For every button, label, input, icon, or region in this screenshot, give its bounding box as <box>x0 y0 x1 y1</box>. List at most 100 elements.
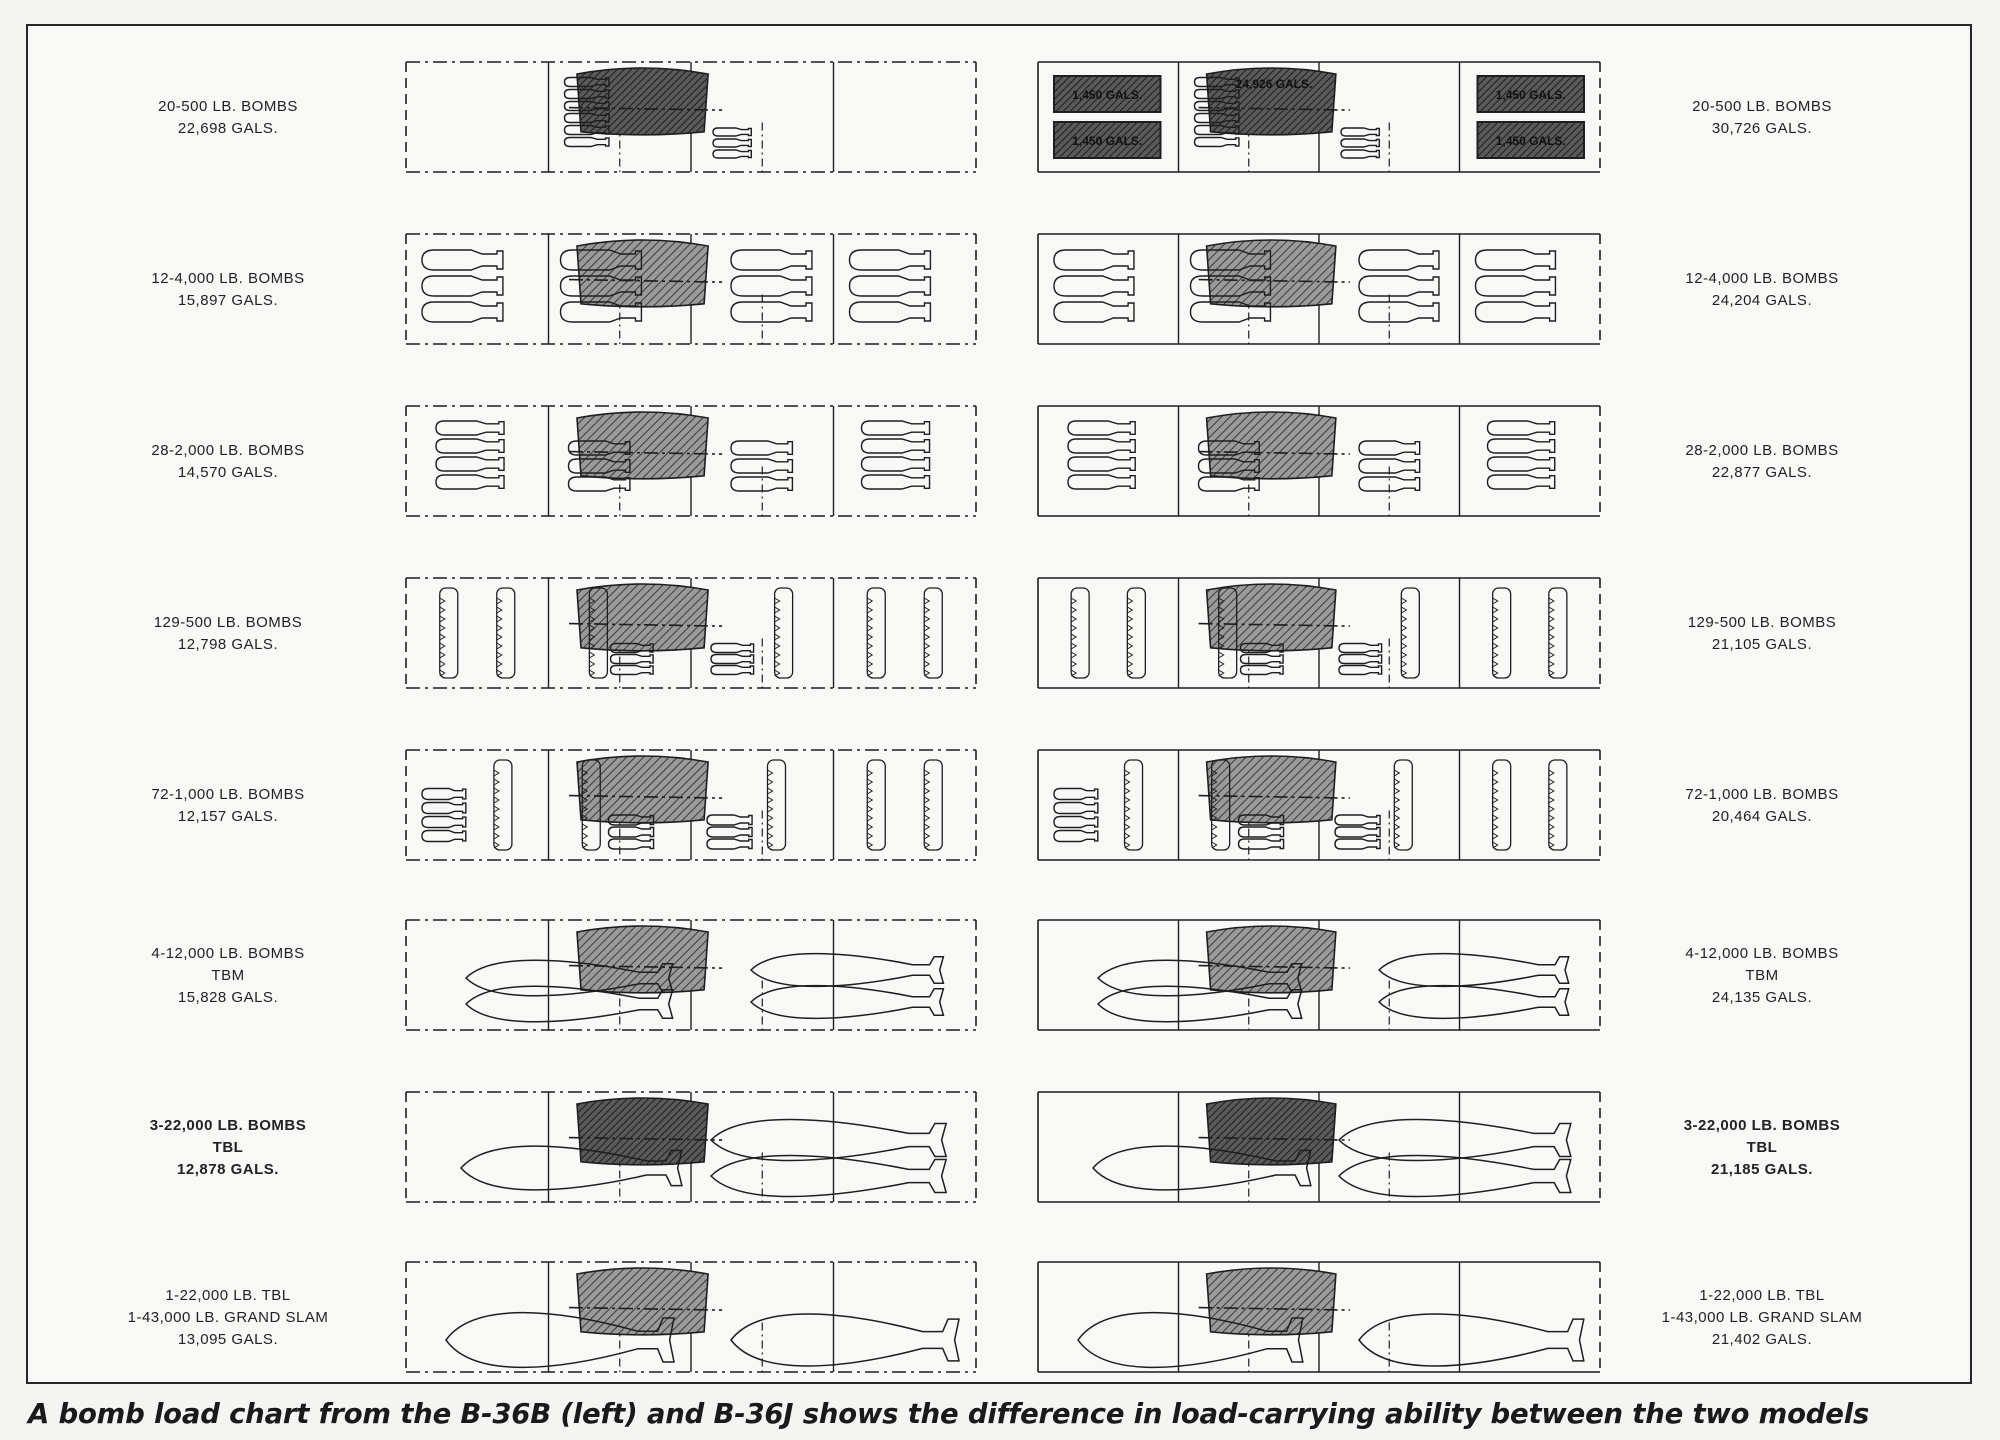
small-bomb-icon <box>1053 829 1099 843</box>
small-bomb-icon <box>1193 88 1240 100</box>
large-bomb-icon <box>848 249 932 271</box>
left-load-label-r1-line-2: 22,698 GALS. <box>178 120 278 137</box>
bomb-column-icon <box>588 587 609 679</box>
bomb-bay-right-r1: 1,450 GALS.1,450 GALS.1,450 GALS.1,450 G… <box>1037 61 1601 173</box>
right-load-label-r3-line-1: 28-2,000 LB. BOMBS <box>1685 442 1838 459</box>
left-load-label-r8-line-3: 13,095 GALS. <box>178 1331 278 1348</box>
medium-bomb-icon <box>1486 456 1556 472</box>
small-bomb-icon <box>1193 124 1240 136</box>
left-load-label-r1-line-1: 20-500 LB. BOMBS <box>158 98 298 115</box>
bomb-bay-left-r3 <box>405 405 977 517</box>
small-bomb-icon <box>563 88 610 100</box>
large-bomb-icon <box>421 301 504 323</box>
medium-bomb-icon <box>1067 438 1136 454</box>
tbm-bomb-icon <box>1377 952 1570 988</box>
tbl-bomb-icon <box>709 1154 948 1198</box>
right-load-label-r2-line-1: 12-4,000 LB. BOMBS <box>1685 270 1838 287</box>
small-bomb-icon <box>1334 814 1381 826</box>
right-load-label-r1-line-2: 30,726 GALS. <box>1712 120 1812 137</box>
tbl-bomb-icon <box>1337 1118 1572 1162</box>
left-load-label-r8-line-1: 1-22,000 LB. TBL <box>165 1287 290 1304</box>
small-bomb-icon <box>1193 136 1240 148</box>
bomb-column-icon <box>439 587 459 679</box>
center-tank-label: 24,926 GALS. <box>1236 77 1313 91</box>
bomb-bay-left-r1 <box>405 61 977 173</box>
bomb-column-icon <box>496 587 516 679</box>
right-load-label-r8-line-1: 1-22,000 LB. TBL <box>1699 1287 1824 1304</box>
large-bomb-icon <box>1474 249 1557 271</box>
left-load-label-r6-line-2: TBM <box>211 967 244 984</box>
small-bomb-icon <box>706 838 753 850</box>
medium-bomb-icon <box>730 440 794 456</box>
left-load-label-r3-line-1: 28-2,000 LB. BOMBS <box>151 442 304 459</box>
small-bomb-icon <box>1239 653 1284 665</box>
small-bomb-icon <box>1053 801 1099 815</box>
tbl-bomb-icon <box>1092 1145 1312 1191</box>
large-bomb-icon <box>1189 249 1272 271</box>
bomb-column-icon <box>1548 759 1568 851</box>
left-load-label-r6-line-1: 4-12,000 LB. BOMBS <box>151 945 304 962</box>
small-bomb-icon <box>712 127 752 137</box>
medium-bomb-icon <box>1486 438 1556 454</box>
center-fuel-tank-icon <box>576 411 709 480</box>
large-bomb-icon <box>730 275 813 297</box>
small-bomb-icon <box>1237 838 1285 850</box>
right-load-label-r7-line-1: 3-22,000 LB. BOMBS <box>1684 1117 1841 1134</box>
tbl-bomb-icon <box>460 1145 683 1191</box>
left-load-label-r6-line-3: 15,828 GALS. <box>178 989 278 1006</box>
aux-fuel-tank: 1,450 GALS. <box>1053 75 1162 113</box>
medium-bomb-icon <box>1358 458 1421 474</box>
small-bomb-icon <box>607 814 655 826</box>
bomb-bay-right-r7 <box>1037 1091 1601 1203</box>
small-bomb-icon <box>1340 127 1380 137</box>
figure-frame <box>26 24 1972 1384</box>
medium-bomb-icon <box>1067 474 1136 490</box>
left-load-label-r5-line-1: 72-1,000 LB. BOMBS <box>151 786 304 803</box>
large-bomb-icon <box>559 301 643 323</box>
medium-bomb-icon <box>1197 440 1260 456</box>
bomb-bay-right-r8 <box>1037 1261 1601 1373</box>
small-bomb-icon <box>1237 826 1285 838</box>
center-fuel-tank-icon <box>1205 755 1337 824</box>
tbl-bomb-icon <box>730 1313 960 1367</box>
right-load-label-r7-line-2: TBL <box>1747 1139 1778 1156</box>
bomb-bay-left-r4 <box>405 577 977 689</box>
right-load-label-r3-line-2: 22,877 GALS. <box>1712 464 1812 481</box>
right-load-label-r5-line-1: 72-1,000 LB. BOMBS <box>1685 786 1838 803</box>
large-bomb-icon <box>1053 301 1135 323</box>
small-bomb-icon <box>563 136 610 148</box>
small-bomb-icon <box>1193 100 1240 112</box>
small-bomb-icon <box>609 653 654 665</box>
small-bomb-icon <box>712 149 752 159</box>
small-bomb-icon <box>609 664 654 676</box>
small-bomb-icon <box>1338 653 1383 665</box>
left-load-label-r8-line-2: 1-43,000 LB. GRAND SLAM <box>128 1309 329 1326</box>
large-bomb-icon <box>848 275 932 297</box>
large-bomb-icon <box>559 249 643 271</box>
bomb-column-icon <box>866 759 886 851</box>
tbm-bomb-icon <box>1377 984 1570 1020</box>
large-bomb-icon <box>1358 275 1440 297</box>
small-bomb-icon <box>706 826 753 838</box>
medium-bomb-icon <box>1197 476 1260 492</box>
center-fuel-tank-icon <box>1205 239 1337 308</box>
small-bomb-icon <box>712 138 752 148</box>
medium-bomb-icon <box>567 476 631 492</box>
medium-bomb-icon <box>1067 420 1136 436</box>
small-bomb-icon <box>563 100 610 112</box>
right-load-label-r4-line-2: 21,105 GALS. <box>1712 636 1812 653</box>
grand-slam-bomb-icon <box>445 1311 675 1369</box>
bomb-column-icon <box>581 759 601 851</box>
tbm-bomb-icon <box>749 952 945 988</box>
right-load-label-r8-line-2: 1-43,000 LB. GRAND SLAM <box>1662 1309 1863 1326</box>
right-load-label-r6-line-2: TBM <box>1745 967 1778 984</box>
small-bomb-icon <box>710 642 755 654</box>
bomb-column-icon <box>1211 759 1231 851</box>
center-fuel-tank-icon <box>576 755 709 824</box>
right-load-label-r1-line-1: 20-500 LB. BOMBS <box>1692 98 1832 115</box>
small-bomb-icon <box>1053 815 1099 829</box>
tbl-bomb-icon <box>709 1118 948 1162</box>
small-bomb-icon <box>710 664 755 676</box>
large-bomb-icon <box>1189 275 1272 297</box>
